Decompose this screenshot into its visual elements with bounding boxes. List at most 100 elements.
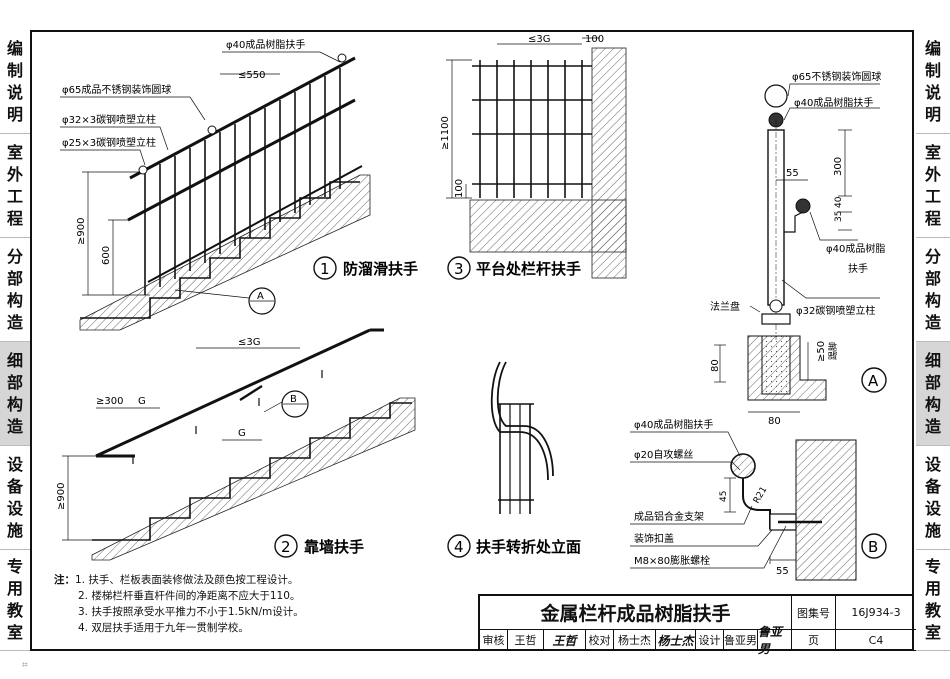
tab-equipment-right[interactable]: 设备设施 — [916, 446, 950, 550]
checker-signature: 杨士杰 — [656, 630, 696, 651]
dim-h900-2: ≥900 — [56, 483, 67, 510]
detail-a-ref: A — [257, 291, 264, 302]
detail-a-ball-label: φ65不锈钢装饰圆球 — [792, 70, 881, 83]
reviewer-signature: 王哲 — [544, 630, 586, 651]
bottom-rail — [147, 165, 363, 283]
dim-g: G — [138, 396, 146, 407]
dim-300-a: 300 — [833, 157, 844, 176]
stair-slab — [79, 174, 371, 331]
dim-g-2: G — [238, 428, 246, 439]
page-label: 页 — [792, 630, 836, 651]
detail-a-post-label: φ32碳钢喷塑立柱 — [796, 304, 875, 317]
wall-section-b — [795, 439, 857, 581]
drawing-3-platform-railing: ≤3G 100 ≥1100 100 3 平台处栏杆扶手 — [440, 34, 627, 280]
label-post-32: φ32×3碳钢喷塑立柱 — [62, 113, 156, 126]
decorative-ball-icon — [138, 165, 148, 175]
dim-300: ≥300 — [96, 396, 123, 407]
detail-a-side-rail-label-1: φ40成品树脂 — [826, 242, 885, 255]
note-item: 1. 扶手、栏板表面装修做法及颜色按工程设计。 — [75, 574, 299, 586]
detail-b-handrail-label: φ40成品树脂扶手 — [634, 418, 713, 431]
dim-h600: 600 — [101, 246, 112, 265]
flange-plate — [761, 313, 791, 325]
tab-edit-notes-right[interactable]: 编制说明 — [916, 30, 950, 134]
drawing-canvas: φ40成品树脂扶手 ≤550 φ65成品不锈钢装饰圆球 φ32×3碳钢喷塑立柱 … — [56, 34, 887, 581]
stair-steps-2 — [92, 402, 412, 541]
handrail-40-icon — [730, 453, 756, 479]
drawing-3-number: 3 — [454, 260, 464, 278]
reviewer-name: 王哲 — [508, 630, 544, 651]
detail-b-cover-label: 装饰扣盖 — [634, 532, 674, 545]
dim-3g-2: ≤3G — [238, 337, 261, 348]
dim-40-a: 40 — [834, 196, 844, 208]
tab-sub-construction[interactable]: 分部构造 — [0, 238, 30, 342]
design-label: 设计 — [696, 630, 724, 651]
decorative-ball-icon — [207, 125, 217, 135]
upper-handrail — [129, 56, 356, 180]
balusters — [144, 68, 341, 295]
tab-special-classroom-right[interactable]: 专用教室 — [916, 550, 950, 651]
drawing-2-number: 2 — [281, 538, 291, 556]
notes-title: 注： — [54, 574, 75, 586]
detail-a-marker — [861, 367, 887, 393]
dim-h1100: ≥1100 — [440, 116, 451, 150]
designer-name: 鲁亚男 — [724, 630, 758, 651]
side-rail-section-icon — [795, 198, 811, 214]
drawing-number-circle — [313, 256, 337, 280]
note-item: 2. 楼梯栏杆垂直杆件间的净距离不应大于110。 — [78, 590, 301, 602]
dim-100: 100 — [454, 179, 465, 198]
detail-b-bracket-label: 成品铝合金支架 — [634, 510, 704, 523]
right-category-tabs: 编制说明 室外工程 分部构造 细部构造 设备设施 专用教室 — [916, 30, 950, 651]
atlas-number-label: 图集号 — [792, 596, 836, 630]
detail-a-handrail-label: φ40成品树脂扶手 — [794, 96, 873, 109]
drawing-number-circle — [447, 256, 471, 280]
tab-edit-notes[interactable]: 编制说明 — [0, 30, 30, 134]
label-handrail-40: φ40成品树脂扶手 — [226, 38, 305, 51]
ball-65-icon — [764, 84, 788, 108]
detail-a-flange-label: 法兰盘 — [710, 300, 740, 313]
detail-b-screw-label: φ20自攻螺丝 — [634, 448, 693, 461]
checker-name: 杨士杰 — [614, 630, 656, 651]
dim-80-h: 80 — [710, 359, 721, 372]
tab-detail-construction[interactable]: 细部构造 — [0, 342, 30, 446]
detail-b-ref: B — [290, 394, 297, 405]
dim-80-w: 80 — [768, 416, 781, 427]
detail-b-marker — [861, 533, 887, 559]
title-block: 金属栏杆成品树脂扶手 图集号 16J934-3 审核 王哲 王哲 校对 杨士杰 … — [478, 594, 916, 656]
note-item: 3. 扶手按照承受水平推力不小于1.5kN/m设计。 — [78, 606, 304, 618]
stair-steps — [80, 181, 360, 319]
dim-50-a: ≥50 — [816, 341, 827, 362]
decorative-ball-icon — [337, 53, 347, 63]
designer-signature: 鲁亚男 — [758, 625, 792, 656]
stair-slab-2 — [91, 397, 416, 561]
dim-r21: R21 — [752, 485, 770, 505]
left-category-tabs: 编制说明 室外工程 分部构造 细部构造 设备设施 专用教室 — [0, 30, 30, 651]
label-post-25: φ25×3碳钢喷塑立柱 — [62, 136, 156, 149]
drawing-title: 金属栏杆成品树脂扶手 — [480, 596, 792, 630]
note-item: 4. 双层扶手适用于九年一贯制学校。 — [78, 622, 249, 634]
tab-exterior-right[interactable]: 室外工程 — [916, 134, 950, 238]
dim-55-a: 55 — [786, 168, 799, 179]
detail-a-post-section: φ65不锈钢装饰圆球 φ40成品树脂扶手 300 55 35 40 φ40成品树… — [710, 70, 887, 427]
lower-handrail — [127, 98, 356, 222]
drawing-1-title: 防溜滑扶手 — [343, 260, 418, 278]
page-number: C4 — [836, 630, 916, 651]
drawing-3-title: 平台处栏杆扶手 — [476, 260, 581, 278]
tab-detail-construction-right[interactable]: 细部构造 — [916, 342, 950, 446]
detail-a-side-note: 踢脚 — [828, 342, 839, 360]
drawing-1-number: 1 — [320, 260, 330, 278]
drawing-number-circle — [447, 534, 471, 558]
drawing-2-title: 靠墙扶手 — [304, 538, 364, 556]
notes-block: 注：1. 扶手、栏板表面装修做法及颜色按工程设计。 2. 楼梯栏杆垂直杆件间的净… — [54, 572, 304, 636]
scan-mark-icon: ⌗ — [22, 660, 28, 671]
tab-sub-construction-right[interactable]: 分部构造 — [916, 238, 950, 342]
check-label: 校对 — [586, 630, 614, 651]
drawing-2-wall-handrail: ≤3G ≥300 G G ≥900 B 2 靠墙扶手 — [56, 328, 416, 561]
drawing-4-turn-elevation — [490, 361, 554, 514]
tab-special-classroom[interactable]: 专用教室 — [0, 550, 30, 651]
detail-b-bolt-label: M8×80膨胀螺栓 — [634, 554, 710, 567]
drawing-number-circle — [274, 534, 298, 558]
detail-a-number: A — [868, 372, 879, 390]
tab-equipment[interactable]: 设备设施 — [0, 446, 30, 550]
detail-b-wall-bracket: φ40成品树脂扶手 φ20自攻螺丝 45 R21 成品铝合金支架 装饰扣盖 M8… — [630, 418, 887, 581]
tab-exterior[interactable]: 室外工程 — [0, 134, 30, 238]
